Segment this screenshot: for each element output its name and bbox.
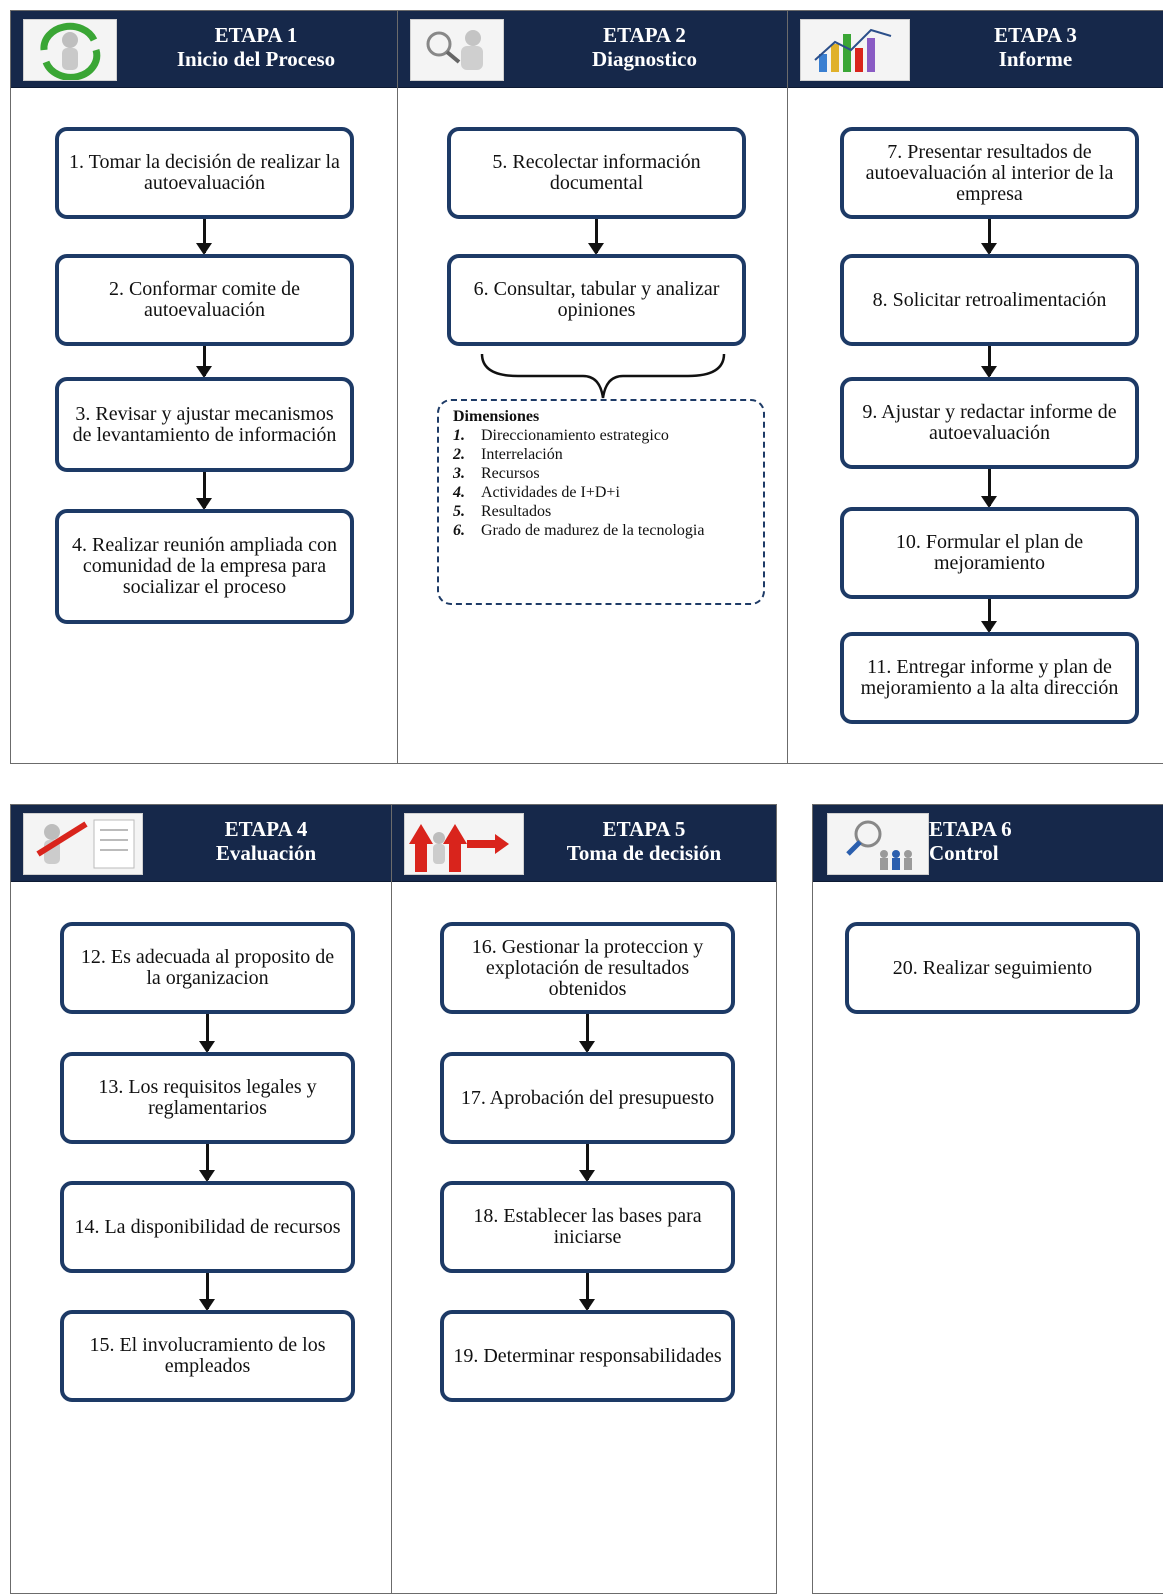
checklist-person-icon	[23, 813, 143, 875]
stage-title: ETAPA 6	[929, 817, 1012, 841]
person-cycle-icon	[23, 19, 117, 81]
step-box: 1. Tomar la decisión de realizar la auto…	[55, 127, 354, 219]
flow-arrow	[579, 1144, 595, 1182]
step-box: 3. Revisar y ajustar mecanismos de levan…	[55, 377, 354, 472]
dimension-item: 4.Actividades de I+D+i	[453, 484, 620, 501]
step-box: 17. Aprobación del presupuesto	[440, 1052, 735, 1144]
flow-arrow	[199, 1273, 215, 1311]
step-box: 5. Recolectar información documental	[447, 127, 746, 219]
flow-arrow	[196, 219, 212, 255]
dimension-item: 2.Interrelación	[453, 446, 563, 463]
curly-brace	[480, 353, 726, 399]
stage-1-header: ETAPA 1 Inicio del Proceso	[11, 11, 397, 88]
stage-title: ETAPA 3	[994, 23, 1077, 47]
charts-icon	[800, 19, 910, 81]
dimensions-title: Dimensiones	[453, 408, 540, 425]
stage-subtitle: Toma de decisión	[566, 841, 722, 865]
flow-arrow	[588, 219, 604, 255]
step-box: 14. La disponibilidad de recursos	[60, 1181, 355, 1273]
step-box: 15. El involucramiento de los empleados	[60, 1310, 355, 1402]
stage-title: ETAPA 5	[602, 817, 686, 841]
stage-title: ETAPA 2	[603, 23, 686, 47]
dimension-item: 1.Direccionamiento estrategico	[453, 427, 669, 444]
step-box: 6. Consultar, tabular y analizar opinion…	[447, 254, 746, 346]
step-box: 12. Es adecuada al proposito de la organ…	[60, 922, 355, 1014]
stage-subtitle: Inicio del Proceso	[176, 47, 336, 71]
step-box: 10. Formular el plan de mejoramiento	[840, 507, 1139, 599]
magnifier-person-icon	[410, 19, 504, 81]
stage-2-header: ETAPA 2 Diagnostico	[398, 11, 787, 88]
stage-subtitle: Evaluación	[215, 841, 317, 865]
magnifier-group-icon	[827, 813, 929, 875]
flow-arrow	[981, 469, 997, 508]
step-box: 2. Conformar comite de autoevaluación	[55, 254, 354, 346]
step-box: 18. Establecer las bases para iniciarse	[440, 1181, 735, 1273]
flow-arrow	[196, 472, 212, 510]
stage-title: ETAPA 1	[214, 23, 298, 47]
step-box: 11. Entregar informe y plan de mejoramie…	[840, 632, 1139, 724]
step-box: 16. Gestionar la proteccion y explotació…	[440, 922, 735, 1014]
step-box: 20. Realizar seguimiento	[845, 922, 1140, 1014]
step-box: 13. Los requisitos legales y reglamentar…	[60, 1052, 355, 1144]
decision-arrows-icon	[404, 813, 524, 875]
stage-subtitle: Informe	[998, 47, 1073, 71]
stage-6-header: ETAPA 6 Control	[813, 805, 1163, 882]
flow-arrow	[981, 219, 997, 255]
stage-subtitle: Control	[929, 841, 999, 865]
stage-subtitle: Diagnostico	[592, 47, 697, 71]
dimension-item: 5.Resultados	[453, 503, 552, 520]
stage-title: ETAPA 4	[224, 817, 308, 841]
stage-3-header: ETAPA 3 Informe	[788, 11, 1163, 88]
stage-4-header: ETAPA 4 Evaluación	[11, 805, 391, 882]
step-box: 4. Realizar reunión ampliada con comunid…	[55, 509, 354, 624]
dimension-item: 3.Recursos	[453, 465, 540, 482]
stage-5-header: ETAPA 5 Toma de decisión	[392, 805, 776, 882]
dimensions-box: Dimensiones 1.Direccionamiento estrategi…	[437, 399, 765, 605]
flow-arrow	[981, 346, 997, 378]
flow-arrow	[199, 1144, 215, 1182]
flow-arrow	[579, 1273, 595, 1311]
step-box: 7. Presentar resultados de autoevaluació…	[840, 127, 1139, 219]
flow-arrow	[981, 599, 997, 633]
step-box: 9. Ajustar y redactar informe de autoeva…	[840, 377, 1139, 469]
step-box: 19. Determinar responsabilidades	[440, 1310, 735, 1402]
step-box: 8. Solicitar retroalimentación	[840, 254, 1139, 346]
flow-arrow	[199, 1014, 215, 1053]
flow-arrow	[196, 346, 212, 378]
dimension-item: 6.Grado de madurez de la tecnologia	[453, 522, 705, 539]
flow-arrow	[579, 1014, 595, 1053]
